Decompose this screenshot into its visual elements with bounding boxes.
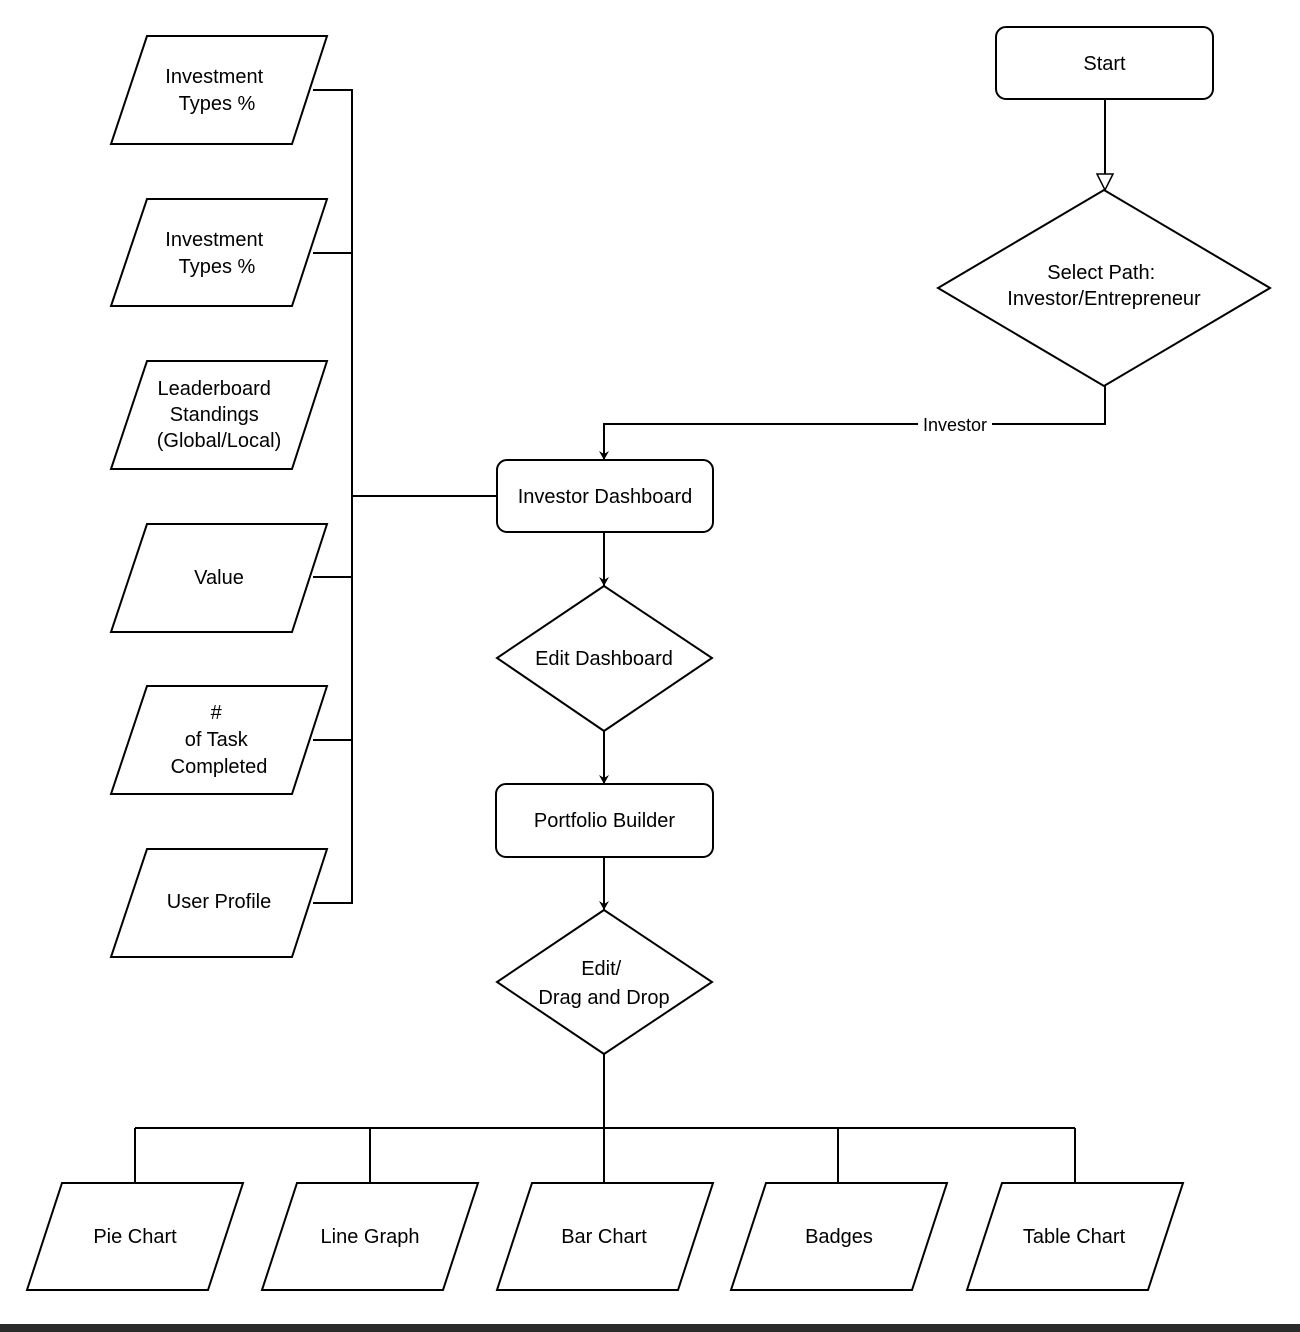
data-input-label-line: (Global/Local)	[157, 430, 282, 452]
edit-dashboard-label: Edit Dashboard	[535, 648, 673, 670]
select-path-decision[interactable]: Select Path: Investor/Entrepreneur	[936, 188, 1272, 388]
data-input-label-line: Types %	[179, 256, 256, 278]
bottom-border-bar	[0, 1324, 1300, 1332]
data-input-label: Investment Types %	[165, 229, 268, 278]
edit-drag-drop-label-line-1: Edit/	[581, 958, 621, 980]
connector-inputs-bus	[313, 89, 497, 904]
widget-line-graph[interactable]: Line Graph	[260, 1182, 480, 1291]
data-input-label-line: Investment	[165, 229, 263, 251]
edit-drag-drop-label-line-2: Drag and Drop	[538, 987, 669, 1009]
widget-pie-chart[interactable]: Pie Chart	[25, 1182, 245, 1291]
data-input-label: Value	[194, 567, 244, 589]
select-path-label: Select Path: Investor/Entrepreneur	[1007, 262, 1201, 310]
investor-edge-label: Investor	[923, 415, 987, 435]
data-input-label-line: #	[211, 702, 223, 724]
connector-edit-drag-drop-to-widgets	[134, 1054, 1076, 1183]
widget-label: Bar Chart	[561, 1226, 647, 1248]
select-path-label-line-2: Investor/Entrepreneur	[1007, 288, 1201, 310]
widget-table-chart[interactable]: Table Chart	[965, 1182, 1185, 1291]
data-input-label: Investment Types %	[165, 66, 268, 115]
widget-bar-chart[interactable]: Bar Chart	[495, 1182, 715, 1291]
widget-badges[interactable]: Badges	[729, 1182, 949, 1291]
start-node-label: Start	[1083, 53, 1126, 75]
data-input-investment-types-1[interactable]: Investment Types %	[109, 35, 329, 145]
edit-drag-drop-label: Edit/ Drag and Drop	[538, 958, 669, 1009]
data-input-investment-types-2[interactable]: Investment Types %	[109, 198, 329, 307]
widget-label: Pie Chart	[93, 1226, 177, 1248]
data-input-label-line: Types %	[179, 93, 256, 115]
data-input-tasks-completed[interactable]: # of Task Completed	[109, 685, 329, 795]
widget-label: Table Chart	[1023, 1226, 1126, 1248]
start-node[interactable]: Start	[995, 26, 1214, 100]
data-input-leaderboard-standings[interactable]: Leaderboard Standings (Global/Local)	[109, 360, 329, 470]
widget-label: Line Graph	[321, 1226, 420, 1248]
edit-dashboard-decision[interactable]: Edit Dashboard	[495, 584, 714, 733]
data-input-label: Leaderboard Standings (Global/Local)	[157, 378, 282, 452]
data-input-label-line: Investment	[165, 66, 263, 88]
investor-label-bg	[918, 414, 992, 436]
investor-dashboard-label: Investor Dashboard	[518, 486, 693, 508]
select-path-label-line-1: Select Path:	[1047, 262, 1155, 284]
investor-dashboard-node[interactable]: Investor Dashboard	[496, 459, 714, 533]
portfolio-builder-node[interactable]: Portfolio Builder	[495, 783, 714, 858]
connector-select-path-to-investor-dashboard	[599, 386, 1106, 460]
widget-label: Badges	[805, 1226, 873, 1248]
portfolio-builder-label: Portfolio Builder	[534, 810, 676, 832]
data-input-user-profile[interactable]: User Profile	[109, 848, 329, 958]
data-input-label-line: Completed	[171, 756, 268, 778]
data-input-label-line: Leaderboard	[158, 378, 271, 400]
edit-drag-drop-decision[interactable]: Edit/ Drag and Drop	[495, 908, 714, 1056]
data-input-value[interactable]: Value	[109, 523, 329, 633]
data-input-label-line: of Task	[185, 729, 249, 751]
data-input-label: User Profile	[167, 891, 271, 913]
data-input-label-line: Standings	[170, 404, 259, 426]
data-input-label: # of Task Completed	[171, 702, 268, 778]
